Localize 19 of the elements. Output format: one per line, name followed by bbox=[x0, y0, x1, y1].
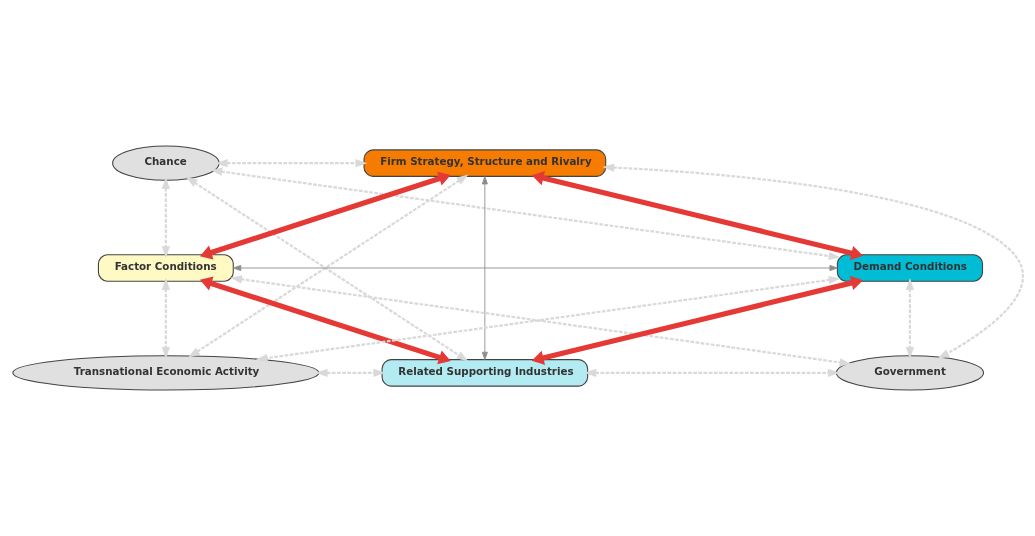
arrow bbox=[481, 176, 488, 360]
arrow bbox=[531, 171, 863, 261]
arrow bbox=[215, 159, 367, 168]
arrow bbox=[601, 163, 1024, 359]
node-box: Demand Conditions bbox=[836, 254, 983, 282]
arrow bbox=[531, 275, 863, 365]
arrow bbox=[315, 368, 385, 377]
arrow bbox=[583, 368, 840, 377]
node-box: Related Supporting Industries bbox=[381, 359, 588, 387]
arrow bbox=[210, 167, 840, 261]
arrow bbox=[161, 278, 170, 359]
arrow bbox=[232, 265, 838, 271]
node-ellipse: Chance bbox=[111, 145, 220, 181]
arrow bbox=[199, 171, 451, 260]
arrow bbox=[161, 177, 170, 258]
arrow bbox=[199, 276, 451, 365]
arrow bbox=[905, 278, 914, 359]
node-box: Firm Strategy, Structure and Rivalry bbox=[362, 149, 606, 177]
node-box: Factor Conditions bbox=[97, 254, 234, 282]
